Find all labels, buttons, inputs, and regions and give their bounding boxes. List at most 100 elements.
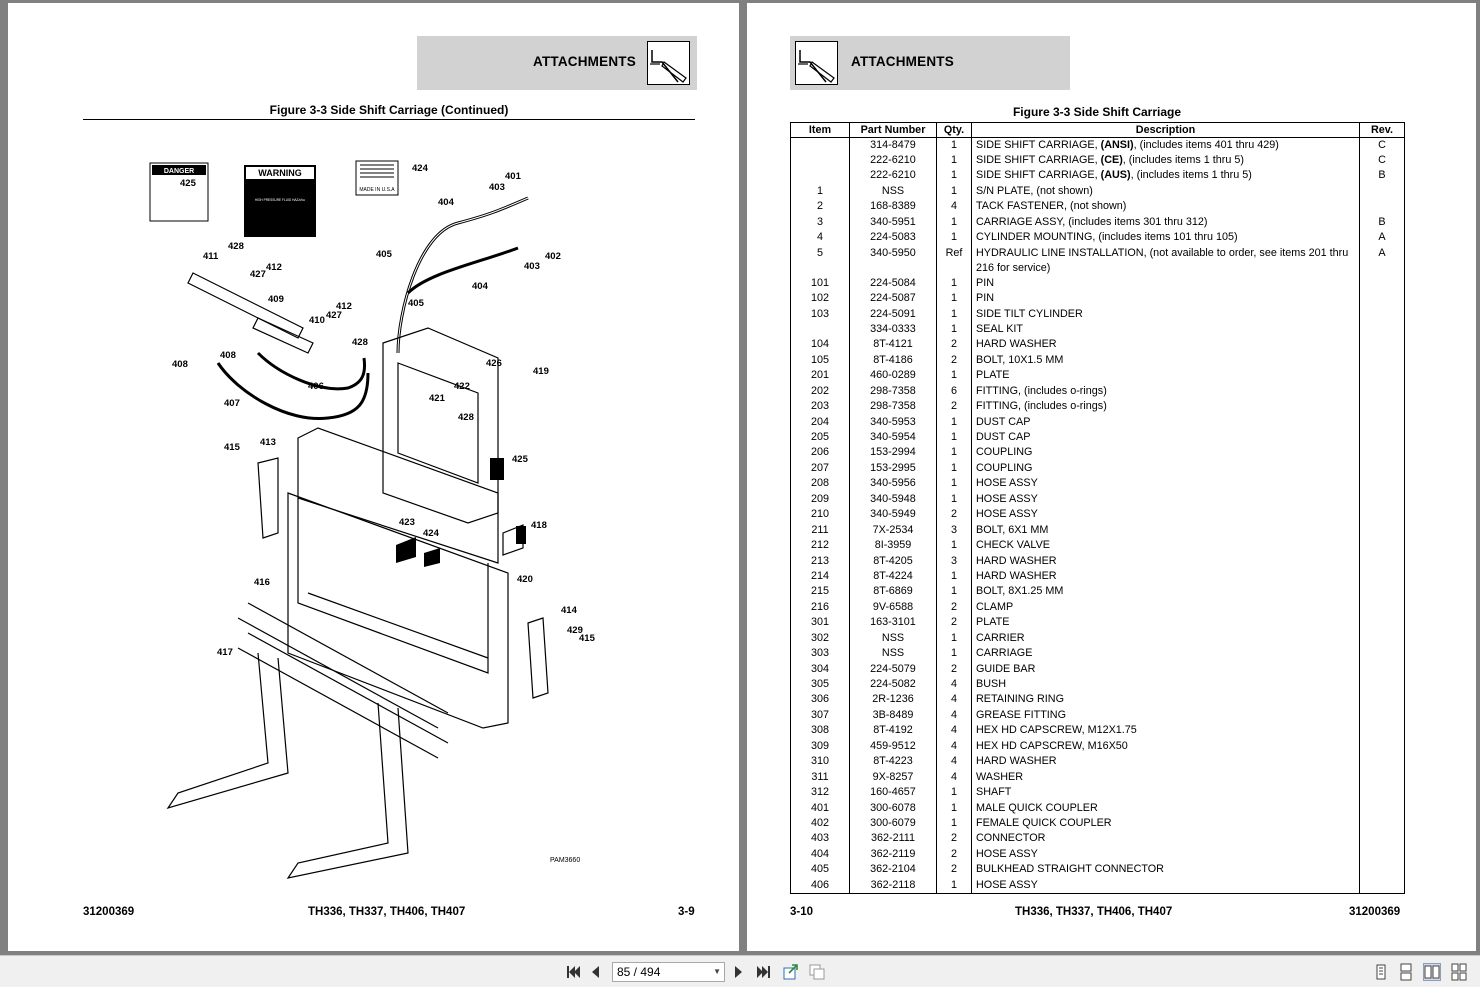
cell-part-number: 300-6079 bbox=[849, 815, 937, 832]
two-page-view-icon[interactable] bbox=[1423, 963, 1441, 981]
cell-description: BOLT, 10X1.5 MM bbox=[971, 352, 1360, 369]
cell-item: 101 bbox=[790, 275, 850, 292]
cell-item bbox=[790, 168, 850, 184]
cell-description: HOSE ASSY bbox=[971, 491, 1360, 508]
chevron-down-icon[interactable]: ▼ bbox=[713, 967, 721, 976]
figure-title: Figure 3-3 Side Shift Carriage bbox=[1012, 105, 1182, 119]
cell-rev bbox=[1359, 491, 1405, 508]
cell-description: SIDE SHIFT CARRIAGE, (AUS), (includes it… bbox=[971, 168, 1360, 184]
cell-rev bbox=[1359, 460, 1405, 477]
cell-description: GUIDE BAR bbox=[971, 661, 1360, 677]
cell-item: 209 bbox=[790, 491, 850, 508]
callout-label: 410 bbox=[309, 315, 325, 326]
cell-description: DUST CAP bbox=[971, 414, 1360, 430]
cell-rev bbox=[1359, 615, 1405, 631]
cell-part-number: 9V-6588 bbox=[849, 599, 937, 616]
cell-qty: 4 bbox=[936, 677, 972, 693]
callout-label: 417 bbox=[217, 647, 233, 658]
cell-part-number: 168-8389 bbox=[849, 199, 937, 215]
cell-description: GREASE FITTING bbox=[971, 707, 1360, 724]
cell-qty: 1 bbox=[936, 460, 972, 477]
cell-qty: 2 bbox=[936, 846, 972, 863]
footer-right: 3-9 bbox=[678, 906, 695, 918]
next-page-icon[interactable] bbox=[732, 963, 746, 981]
cell-part-number: 2R-1236 bbox=[849, 692, 937, 708]
first-page-icon[interactable] bbox=[565, 963, 581, 981]
desc-text: BOLT, 8X1.25 MM bbox=[976, 585, 1064, 598]
prev-page-icon[interactable] bbox=[588, 963, 602, 981]
cell-qty: 1 bbox=[936, 183, 972, 200]
cell-rev bbox=[1359, 584, 1405, 600]
cell-rev bbox=[1359, 383, 1405, 400]
cell-part-number: 222-6210 bbox=[849, 168, 937, 184]
cell-qty: 4 bbox=[936, 723, 972, 739]
cell-part-number: 362-2119 bbox=[849, 846, 937, 863]
warning-subtitle: HIGH PRESSURE FLUID HAZARD bbox=[255, 198, 306, 202]
callout-label: 428 bbox=[458, 412, 474, 423]
cell-qty: 1 bbox=[936, 584, 972, 600]
cell-qty: 1 bbox=[936, 568, 972, 585]
two-page-continuous-view-icon[interactable] bbox=[1450, 963, 1468, 981]
desc-text: BULKHEAD STRAIGHT CONNECTOR bbox=[976, 863, 1164, 876]
cell-part-number: NSS bbox=[849, 646, 937, 662]
desc-text: GUIDE BAR bbox=[976, 662, 1036, 675]
cell-qty: 1 bbox=[936, 321, 972, 338]
callout-label: 421 bbox=[429, 393, 446, 404]
cell-part-number: 362-2111 bbox=[849, 831, 937, 847]
cell-rev bbox=[1359, 430, 1405, 446]
cell-description: BUSH bbox=[971, 677, 1360, 693]
cell-description: HEX HD CAPSCREW, M16X50 bbox=[971, 738, 1360, 755]
cell-qty: Ref bbox=[936, 245, 972, 276]
title-rule bbox=[83, 119, 695, 120]
last-page-icon[interactable] bbox=[756, 963, 772, 981]
cell-description: HEX HD CAPSCREW, M12X1.75 bbox=[971, 723, 1360, 739]
cell-qty: 3 bbox=[936, 522, 972, 539]
desc-text: COUPLING bbox=[976, 461, 1033, 474]
export-icon[interactable] bbox=[782, 963, 800, 981]
cell-qty: 4 bbox=[936, 199, 972, 215]
single-page-view-icon[interactable] bbox=[1372, 963, 1390, 981]
cell-item: 404 bbox=[790, 846, 850, 863]
cell-description: HARD WASHER bbox=[971, 754, 1360, 770]
callout-label: 407 bbox=[224, 398, 240, 409]
cell-qty: 1 bbox=[936, 630, 972, 647]
cell-rev bbox=[1359, 321, 1405, 338]
callout-label: 415 bbox=[224, 442, 241, 453]
figure-title: Figure 3-3 Side Shift Carriage (Continue… bbox=[269, 103, 509, 117]
cell-description: COUPLING bbox=[971, 445, 1360, 461]
callout-label: 408 bbox=[172, 359, 188, 370]
cell-rev bbox=[1359, 800, 1405, 816]
page-number-input[interactable]: 85 / 494▼ bbox=[612, 962, 725, 982]
cell-part-number: 298-7358 bbox=[849, 383, 937, 400]
cell-item: 403 bbox=[790, 831, 850, 847]
cell-description: HYDRAULIC LINE INSTALLATION, (not availa… bbox=[971, 245, 1360, 276]
continuous-view-icon[interactable] bbox=[1397, 963, 1415, 981]
cell-item: 214 bbox=[790, 568, 850, 585]
cell-part-number: 222-6210 bbox=[849, 153, 937, 169]
col-header-item: Item bbox=[790, 122, 850, 138]
cell-qty: 2 bbox=[936, 599, 972, 616]
cell-qty: 1 bbox=[936, 230, 972, 246]
desc-text: SEAL KIT bbox=[976, 322, 1024, 335]
cell-description: SHAFT bbox=[971, 785, 1360, 801]
copy-icon[interactable] bbox=[808, 963, 826, 981]
callout-label: 408 bbox=[220, 350, 236, 361]
cell-description: HOSE ASSY bbox=[971, 846, 1360, 863]
desc-bold: (AUS) bbox=[1100, 169, 1131, 182]
desc-text: HEX HD CAPSCREW, M12X1.75 bbox=[976, 724, 1137, 737]
